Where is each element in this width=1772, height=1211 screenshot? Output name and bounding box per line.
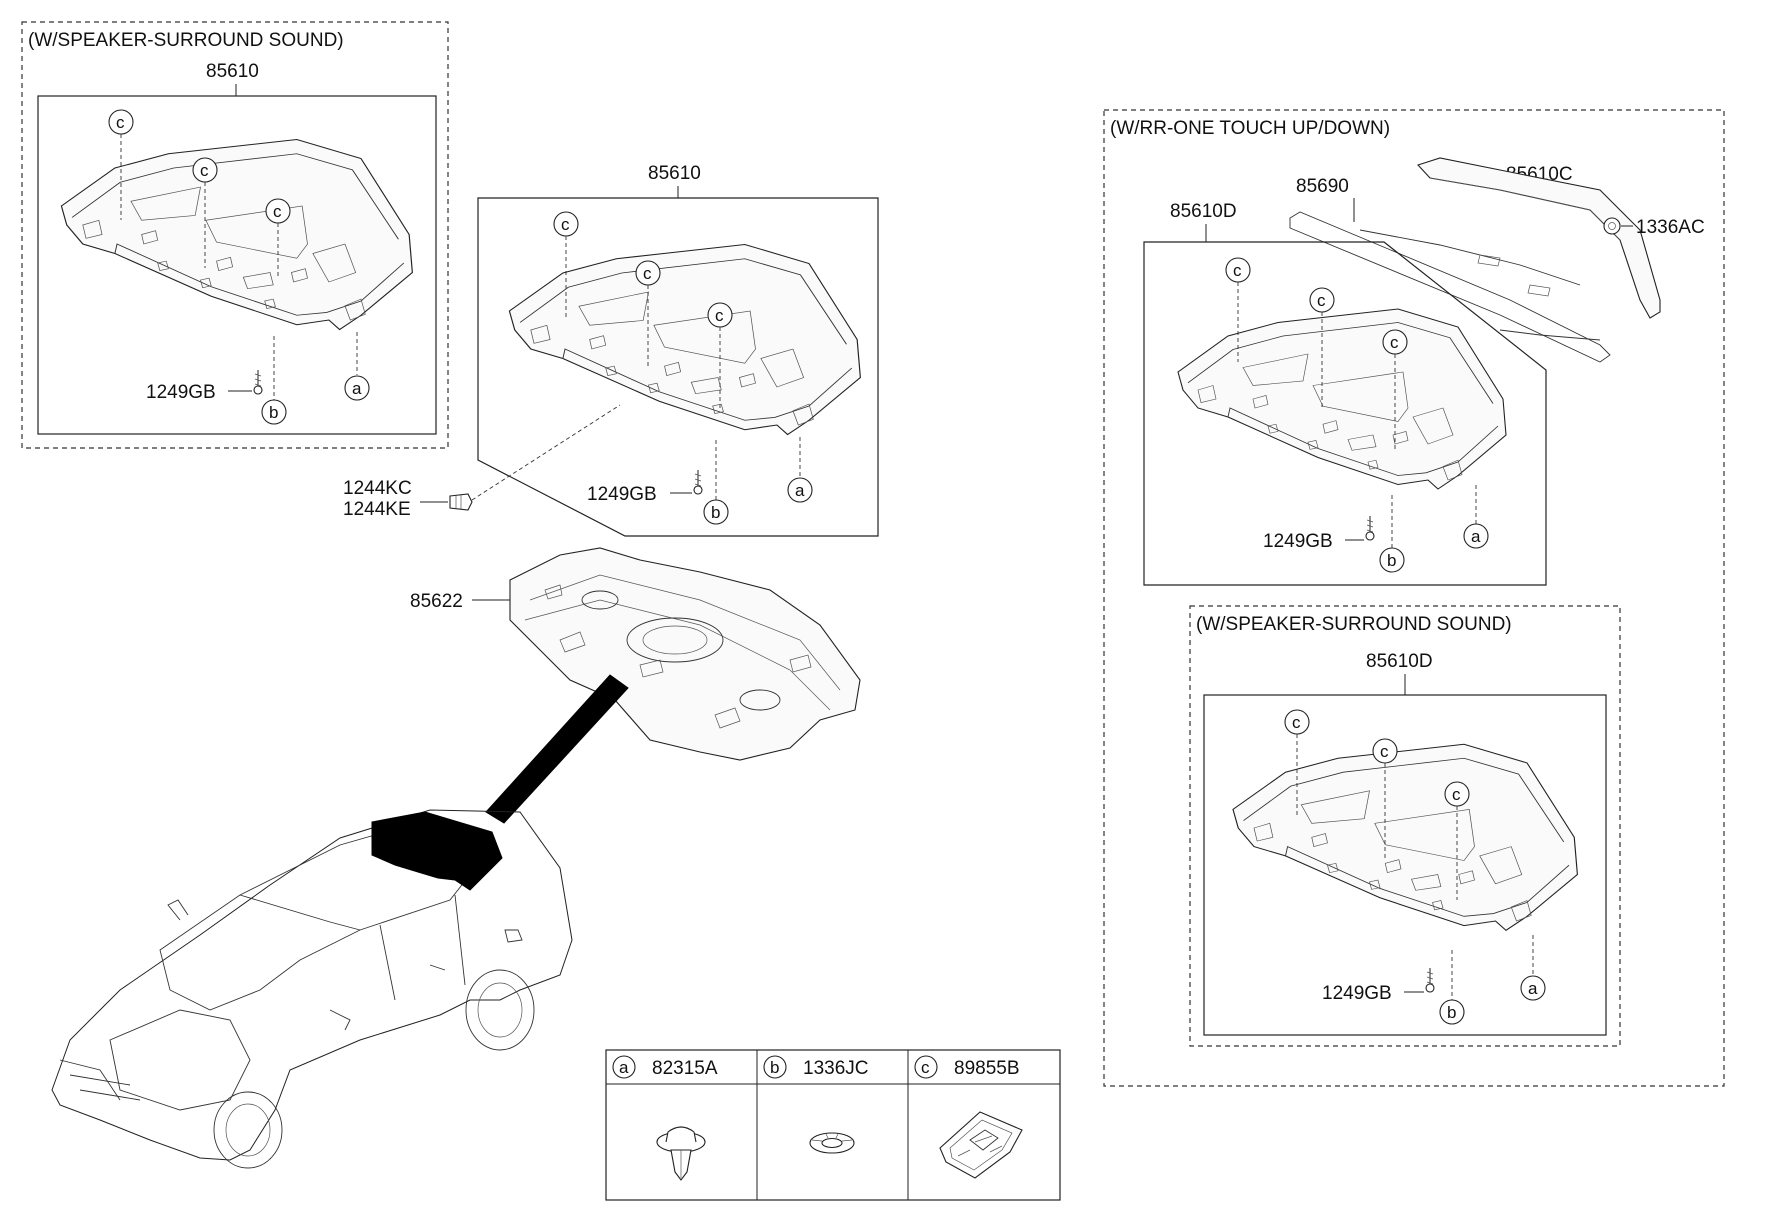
svg-text:c: c: [715, 306, 724, 325]
svg-text:a: a: [795, 481, 805, 500]
svg-text:b: b: [1387, 551, 1396, 570]
part-label-85622: 85622: [410, 591, 463, 612]
part-label-1336AC: 1336AC: [1636, 217, 1705, 238]
package-tray-drawing: [1232, 743, 1578, 931]
svg-text:c: c: [921, 1058, 930, 1077]
svg-text:c: c: [1233, 261, 1242, 280]
label-icon: [939, 1111, 1023, 1179]
package-tray-location: [371, 811, 503, 891]
svg-text:a: a: [352, 379, 362, 398]
group-caption: (W/SPEAKER-SURROUND SOUND): [28, 30, 344, 51]
part-label-1249GB: 1249GB: [587, 484, 657, 505]
location-indicator: [485, 674, 629, 824]
svg-text:c: c: [1452, 785, 1461, 804]
callout-a: [1520, 975, 1546, 1001]
legend-column-c: c 89855B: [914, 1055, 1023, 1179]
svg-text:c: c: [1292, 713, 1301, 732]
part-box: [1203, 694, 1607, 1036]
rear-curtain-rod-drawing: [1289, 211, 1611, 363]
package-tray-drawing: [508, 243, 861, 436]
svg-text:b: b: [770, 1058, 779, 1077]
group-border: [21, 21, 449, 449]
group-right: (W/RR-ONE TOUCH UP/DOWN) 85690 85610C 13…: [1103, 109, 1725, 1087]
svg-text:c: c: [273, 202, 282, 221]
group-border: [1189, 605, 1621, 1047]
legend-column-b: b 1336JC: [763, 1055, 869, 1154]
svg-text:a: a: [1528, 979, 1538, 998]
screw-icon: [1425, 967, 1435, 993]
screw-icon: [253, 369, 263, 395]
svg-text:c: c: [643, 264, 652, 283]
legend-part-82315A: 82315A: [652, 1058, 718, 1079]
package-tray-drawing: [1177, 308, 1507, 490]
part-label-85610D: 85610D: [1170, 201, 1237, 222]
part-box: [1143, 241, 1547, 586]
part-label-1249GB: 1249GB: [1263, 531, 1333, 552]
callout-b: [1379, 547, 1405, 573]
part-label-85610: 85610: [648, 163, 701, 184]
part-label-1244KE: 1244KE: [343, 499, 411, 520]
part-85622: 85622: [410, 547, 861, 761]
callout-b: [1439, 999, 1465, 1025]
vehicle-drawing: [51, 809, 573, 1169]
part-label-85610: 85610: [206, 61, 259, 82]
part-box: [37, 95, 437, 435]
svg-text:c: c: [1317, 291, 1326, 310]
part-label-1244KC: 1244KC: [343, 478, 412, 499]
callout-b: [703, 499, 729, 525]
svg-text:b: b: [269, 403, 278, 422]
callout-a: [1463, 523, 1489, 549]
svg-text:a: a: [1471, 527, 1481, 546]
screw-icon: [693, 469, 703, 495]
svg-text:b: b: [711, 503, 720, 522]
svg-text:c: c: [561, 215, 570, 234]
part-label-85690: 85690: [1296, 176, 1349, 197]
fastener-1244: 1244KC 1244KE: [343, 404, 621, 520]
group-top-left: (W/SPEAKER-SURROUND SOUND) 85610 c c c 1…: [21, 21, 449, 449]
callout-b: [261, 399, 287, 425]
callout-a: [787, 477, 813, 503]
legend-column-a: a 82315A: [612, 1055, 718, 1181]
package-tray-drawing: [60, 138, 413, 331]
svg-text:c: c: [200, 161, 209, 180]
part-label-85610D: 85610D: [1366, 651, 1433, 672]
clip-icon: [656, 1126, 706, 1181]
group-caption: (W/SPEAKER-SURROUND SOUND): [1196, 614, 1512, 635]
group-border: [1103, 109, 1725, 1087]
group-caption: (W/RR-ONE TOUCH UP/DOWN): [1110, 118, 1390, 139]
part-label-1249GB: 1249GB: [1322, 983, 1392, 1004]
part-box: [477, 197, 879, 537]
nut-icon: [809, 1132, 855, 1154]
nut-icon: [1603, 217, 1621, 235]
svg-text:a: a: [619, 1058, 629, 1077]
legend-table: a 82315A b 1336JC c: [605, 1049, 1061, 1201]
svg-text:c: c: [1380, 742, 1389, 761]
group-center: 85610 c c c 1249GB b a: [477, 163, 879, 537]
legend-part-89855B: 89855B: [954, 1058, 1020, 1079]
part-label-1249GB: 1249GB: [146, 382, 216, 403]
svg-text:b: b: [1447, 1003, 1456, 1022]
svg-text:c: c: [1390, 333, 1399, 352]
screw-icon: [1365, 515, 1375, 541]
legend-part-1336JC: 1336JC: [803, 1058, 869, 1079]
svg-text:c: c: [116, 113, 125, 132]
callout-a: [344, 375, 370, 401]
